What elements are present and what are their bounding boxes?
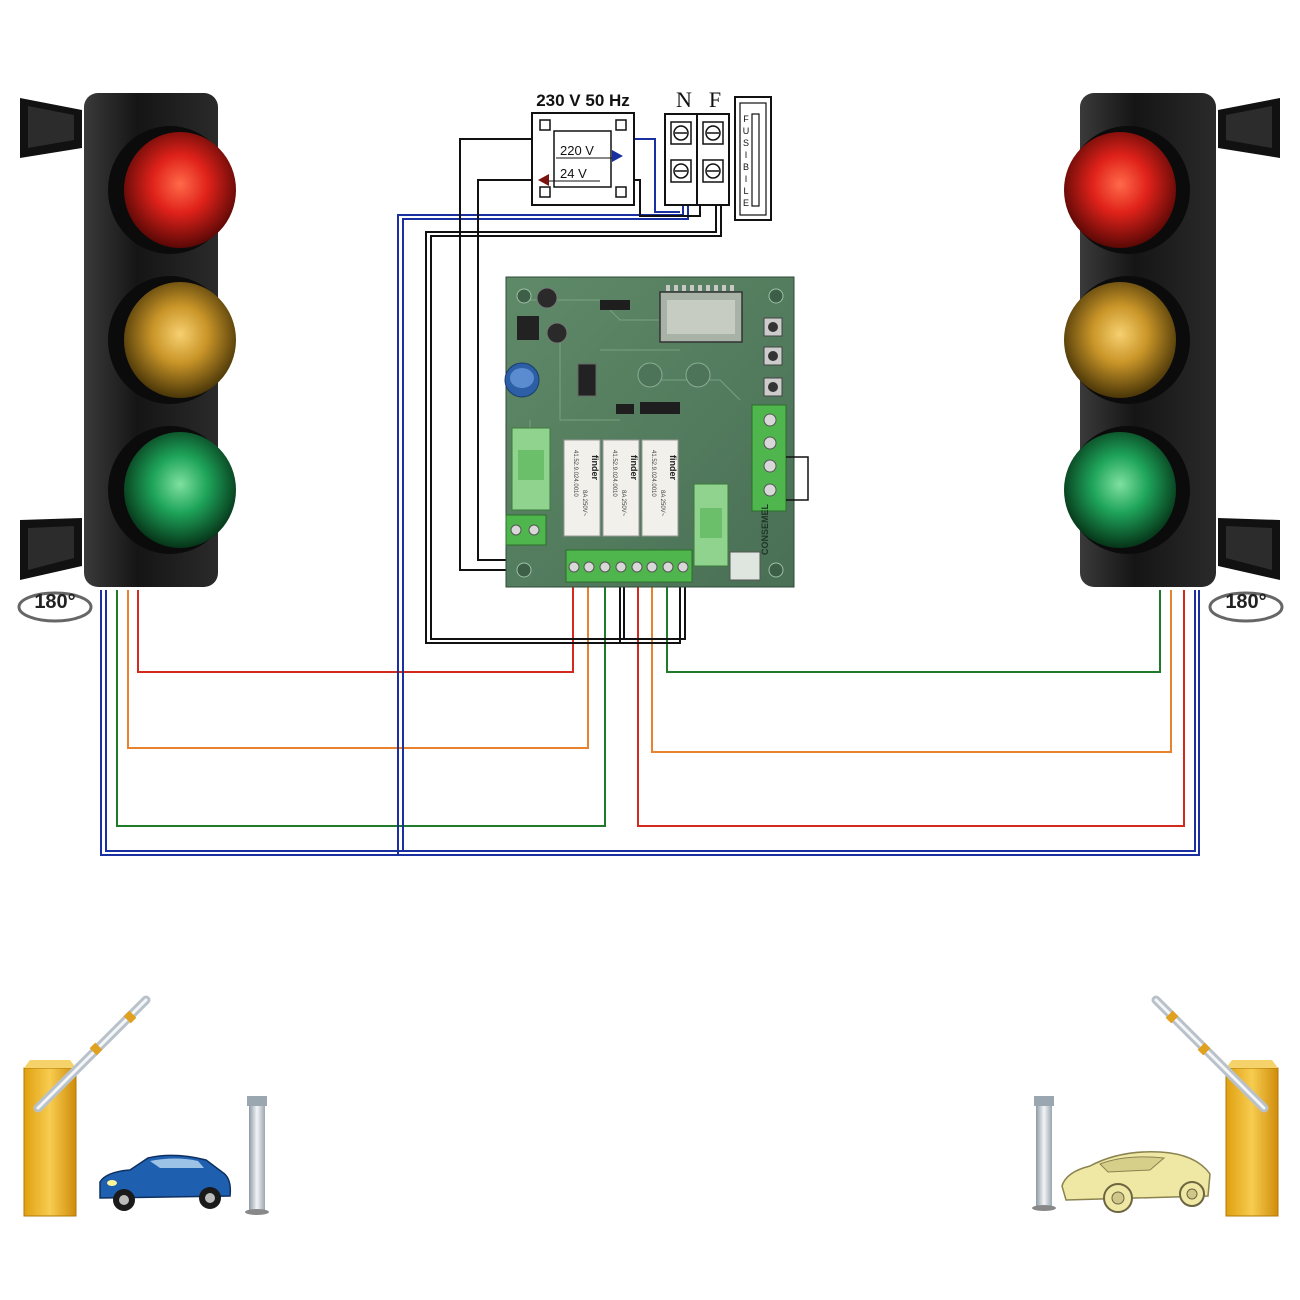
yellow-lamp [124,282,236,398]
green-lamp [1064,432,1176,548]
wires [100,138,1200,856]
wire-neutral-blue-b [402,205,689,851]
fuse-letter: I [745,174,748,184]
fuse-holder: F U S I B I L E [734,96,772,221]
control-board: finder 41.52.9.024.0010 8A 250V~ finder … [504,276,809,588]
photocell-post-right [1032,1096,1056,1211]
supply-label: 230 V 50 Hz [536,91,630,110]
wire-left-red [137,583,574,673]
traffic-light-left: 180° [17,93,236,623]
wire-neutral-blue-a [397,205,684,855]
wire-left-common-a [100,590,1200,856]
wire-phase-black-b [430,205,722,640]
barrier-right [1151,995,1279,1217]
relay: finder 41.52.9.024.0010 8A 250V~ [641,439,679,537]
photocell-post-left [245,1096,269,1215]
ic-chip [640,402,680,414]
relay: finder 41.52.9.024.0010 8A 250V~ [563,439,601,537]
secondary-arrow-icon [538,174,549,186]
rotation-icon: 180° [17,591,93,623]
red-lamp [1064,132,1176,248]
green-lamp [124,432,236,548]
voltage-regulator [517,316,539,340]
wire-transformer-blue [628,138,680,213]
relay-brand: finder [629,455,639,480]
capacitor-icon [504,362,540,398]
neutral-label: N [676,87,692,112]
ic-chip [616,404,634,414]
transformer-secondary-label: 24 V [560,166,587,181]
wire-left-orange [127,583,589,749]
wire-right-orange [651,583,1172,753]
rotation-label-right: 180° [1225,591,1266,613]
red-lamp [124,132,236,248]
relay-model: 41.52.9.024.0010 [650,450,656,497]
ic-chip [600,300,630,310]
primary-arrow-icon [612,150,623,162]
fuse-letter: E [743,198,749,208]
traffic-light-right: 180° [1064,93,1284,623]
ac-connector [729,551,761,581]
wire-relay-common-b [624,583,686,640]
relay-brand: finder [590,455,600,480]
wire-phase-black-a [425,205,717,644]
relay-rating: 8A 250V~ [659,490,665,517]
pin-header [577,363,597,397]
car-blue [99,1154,232,1211]
fuse-letter: B [743,162,749,172]
transformer: 230 V 50 Hz 220 V 24 V [531,91,635,206]
relay-model: 41.52.9.024.0010 [572,450,578,497]
wire-relay-common-a [620,583,681,644]
fuse-letter: I [745,150,748,160]
board-button[interactable] [763,317,783,337]
wire-left-green [116,583,606,827]
wire-transformer-f [628,179,701,217]
fuse-letter: L [743,186,748,196]
relay-brand: finder [668,455,678,480]
wire-right-red [637,583,1185,827]
board-logo: CONSEMEL [760,503,770,555]
mains-terminal-block: N F [664,87,730,206]
fuse-letter: F [743,114,749,124]
car-sports [1061,1151,1211,1213]
board-button[interactable] [763,377,783,397]
rotation-label-left: 180° [34,591,75,613]
relay-rating: 8A 250V~ [620,490,626,517]
rotation-icon: 180° [1208,591,1284,623]
fuse-letter: U [743,126,750,136]
phase-label: F [709,87,721,112]
terminal-block-outputs [565,549,693,583]
wire-right-green [666,583,1161,673]
barrier-left [23,995,151,1217]
terminal-block-24v [505,514,547,546]
relay-rating: 8A 250V~ [581,490,587,517]
capacitor-icon [536,287,568,344]
screw-icon [673,125,721,179]
fuse-letter: S [743,138,749,148]
relay: finder 41.52.9.024.0010 8A 250V~ [602,439,640,537]
wire-left-common-b [105,590,1196,852]
yellow-lamp [1064,282,1176,398]
transformer-primary-label: 220 V [560,143,594,158]
board-button[interactable] [763,346,783,366]
terminal-block-right [751,404,809,512]
relay-model: 41.52.9.024.0010 [611,450,617,497]
